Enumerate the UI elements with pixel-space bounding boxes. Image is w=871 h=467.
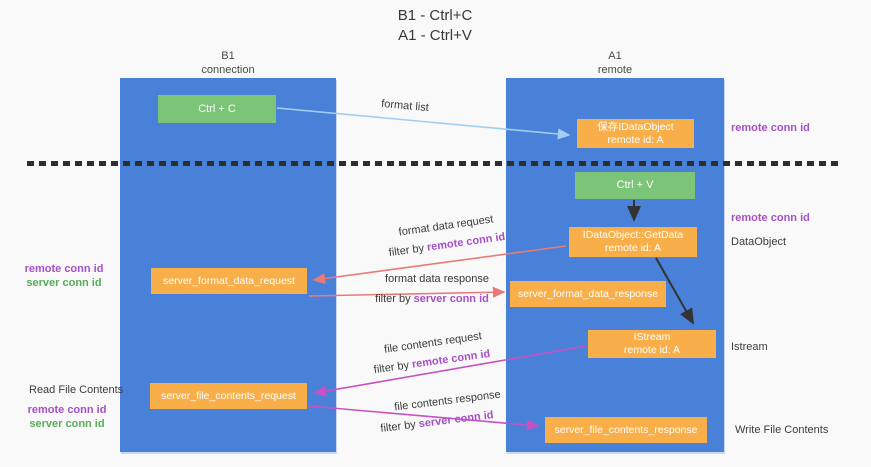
filter-prefix: filter by — [388, 241, 428, 260]
column-a1-subtitle: remote — [597, 64, 633, 76]
left-remote-conn-id-1: remote conn id — [24, 263, 104, 275]
server-file-contents-request-box: server_file_contents_request — [150, 383, 307, 409]
server-conn-id-term: server conn id — [418, 409, 495, 431]
filter-prefix: filter by — [375, 293, 414, 305]
getdata-line1: IDataObject::GetData — [582, 229, 684, 241]
diagram-title: B1 - Ctrl+C A1 - Ctrl+V — [350, 6, 520, 46]
server-file-contents-response-box: server_file_contents_response — [545, 417, 707, 443]
left-conn-id-stack-2: remote conn id server conn id — [25, 403, 109, 431]
remote-conn-id-term: remote conn id — [411, 347, 491, 371]
filter-by-server-conn-id-label-1: filter by server conn id — [357, 293, 507, 305]
title-line-b1: B1 - Ctrl+C — [397, 7, 473, 24]
format-response-label: server_format_data_response — [517, 287, 659, 300]
save-idataobject-line1: 保存IDataObject — [597, 120, 674, 133]
right-remote-conn-id-top: remote conn id — [731, 122, 810, 134]
dashed-separator-line — [27, 161, 839, 166]
ctrl-c-label: Ctrl + C — [198, 102, 236, 115]
remote-conn-id-term: remote conn id — [426, 230, 506, 254]
left-server-conn-id-1: server conn id — [26, 277, 102, 289]
format-data-response-label: format data response — [385, 273, 489, 285]
server-format-data-response-box: server_format_data_response — [510, 281, 666, 307]
getdata-line2: remote id: A — [604, 242, 662, 254]
format-request-label: server_format_data_request — [163, 274, 295, 287]
right-write-file-contents-label: Write File Contents — [735, 424, 829, 436]
ctrl-v-box: Ctrl + V — [575, 172, 695, 199]
ctrl-v-label: Ctrl + V — [616, 179, 654, 191]
column-header-b1: B1 connection — [120, 49, 336, 77]
left-remote-conn-id-2: remote conn id — [27, 404, 107, 416]
title-line-a1: A1 - Ctrl+V — [398, 27, 472, 44]
format-list-label: format list — [380, 97, 430, 115]
filter-prefix: filter by — [379, 418, 420, 435]
save-idataobject-line2: remote id: A — [607, 133, 664, 146]
right-remote-conn-id-mid: remote conn id — [731, 212, 810, 224]
column-b1-name: B1 — [221, 50, 235, 62]
istream-line1: IStream — [633, 331, 671, 343]
column-header-a1: A1 remote — [506, 49, 724, 77]
server-conn-id-term: server conn id — [413, 293, 489, 305]
filter-prefix: filter by — [373, 358, 413, 377]
file-response-label: server_file_contents_response — [554, 423, 698, 436]
left-conn-id-stack-1: remote conn id server conn id — [22, 262, 106, 290]
column-b1-subtitle: connection — [201, 64, 255, 76]
left-read-file-contents-label: Read File Contents — [29, 384, 124, 396]
left-server-conn-id-2: server conn id — [29, 418, 105, 430]
right-istream-label: Istream — [731, 341, 768, 353]
column-a1-name: A1 — [608, 50, 622, 62]
istream-box: IStream remote id: A — [588, 330, 716, 358]
ctrl-c-box: Ctrl + C — [158, 95, 276, 123]
istream-line2: remote id: A — [623, 344, 681, 356]
right-dataobject-label: DataObject — [731, 236, 787, 248]
server-format-data-request-box: server_format_data_request — [151, 268, 307, 294]
save-idataobject-box: 保存IDataObject remote id: A — [577, 119, 694, 148]
idataobject-getdata-box: IDataObject::GetData remote id: A — [569, 227, 697, 257]
file-request-label: server_file_contents_request — [161, 389, 296, 402]
